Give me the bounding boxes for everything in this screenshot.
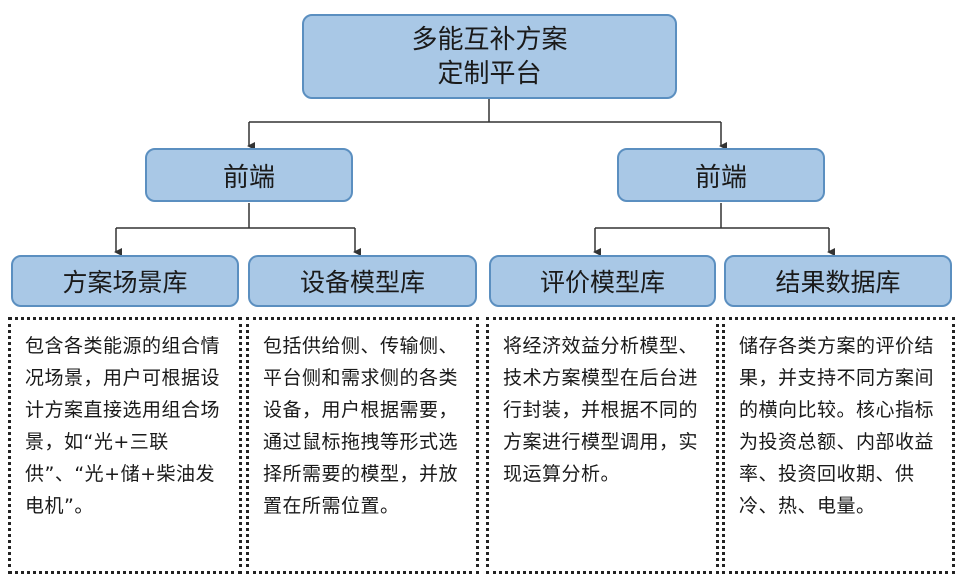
leaf-node-device-model-library: 设备模型库	[248, 255, 477, 307]
leaf-label: 评价模型库	[539, 268, 665, 297]
description-text: 将经济效益分析模型、技术方案模型在后台进行封装，并根据不同的方案进行模型调用，实…	[503, 335, 699, 485]
leaf-node-evaluation-model-library: 评价模型库	[489, 255, 716, 307]
description-box-scenario-library: 包含各类能源的组合情况场景，用户可根据设计方案直接选用组合场景，如“光+三联供”…	[8, 317, 242, 574]
branch-label-left: 前端	[222, 162, 275, 193]
description-box-evaluation-model-library: 将经济效益分析模型、技术方案模型在后台进行封装，并根据不同的方案进行模型调用，实…	[486, 317, 719, 574]
leaf-label: 结果数据库	[775, 268, 901, 297]
description-box-result-database: 储存各类方案的评价结果，并支持不同方案间的横向比较。核心指标为投资总额、内部收益…	[722, 317, 955, 574]
description-text: 包含各类能源的组合情况场景，用户可根据设计方案直接选用组合场景，如“光+三联供”…	[25, 335, 221, 517]
root-node: 多能互补方案 定制平台	[302, 14, 677, 99]
root-title-line2: 定制平台	[437, 58, 542, 89]
description-box-device-model-library: 包括供给侧、传输侧、平台侧和需求侧的各类设备，用户根据需要，通过鼠标拖拽等形式选…	[246, 317, 479, 574]
branch-label-right: 前端	[694, 162, 747, 193]
leaf-node-result-database: 结果数据库	[724, 255, 952, 307]
leaf-label: 方案场景库	[62, 268, 188, 297]
branch-node-left: 前端	[145, 148, 353, 202]
leaf-node-scenario-library: 方案场景库	[11, 255, 239, 307]
leaf-label: 设备模型库	[299, 268, 425, 297]
branch-node-right: 前端	[617, 148, 825, 202]
description-text: 储存各类方案的评价结果，并支持不同方案间的横向比较。核心指标为投资总额、内部收益…	[739, 335, 935, 517]
description-text: 包括供给侧、传输侧、平台侧和需求侧的各类设备，用户根据需要，通过鼠标拖拽等形式选…	[263, 335, 459, 517]
root-title-line1: 多能互补方案	[411, 24, 568, 55]
